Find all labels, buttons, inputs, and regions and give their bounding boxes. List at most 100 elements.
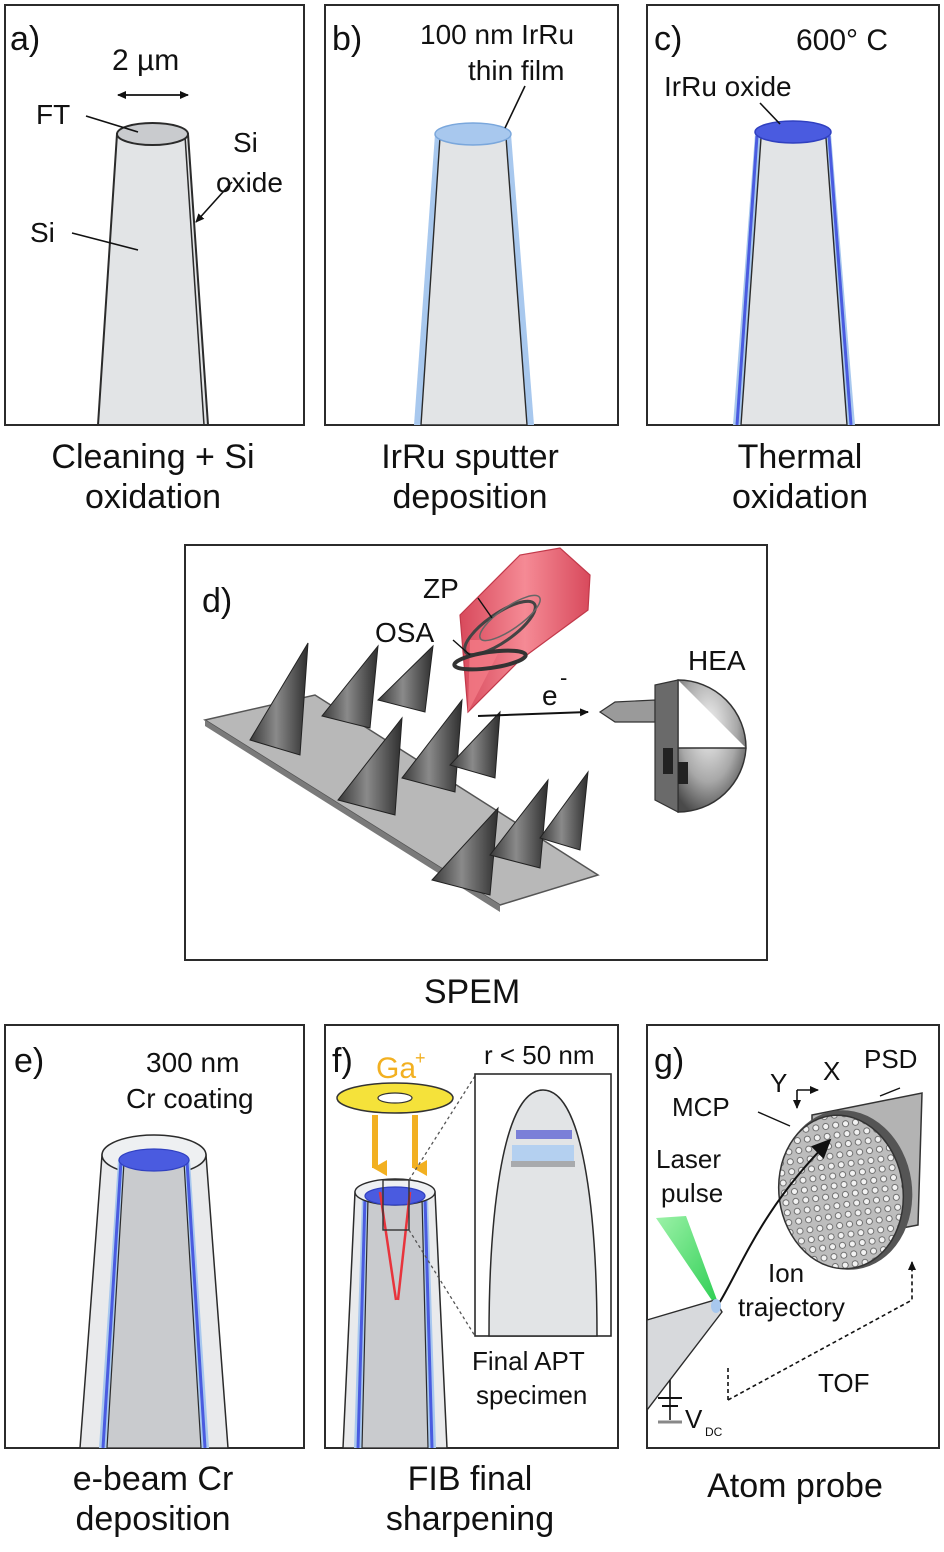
ion-trajectory-curve — [717, 1138, 832, 1306]
panel-c-letter: c) — [654, 20, 682, 58]
gallium-source-hole — [377, 1092, 413, 1104]
caption-b-line1: IrRu sputter — [381, 438, 559, 476]
voltage-label: V — [685, 1404, 703, 1434]
gallium-superscript: + — [415, 1048, 426, 1068]
caption-a-line2: oxidation — [85, 478, 221, 516]
si-oxide-arrow — [195, 181, 233, 223]
si-core-e — [106, 1161, 202, 1449]
oxide-top-f — [364, 1186, 426, 1206]
caption-e-line2: deposition — [75, 1500, 230, 1538]
sample-tip — [539, 770, 589, 851]
final-label-2: specimen — [476, 1380, 587, 1410]
ft-leader — [85, 115, 139, 133]
panel-b-letter: b) — [332, 20, 362, 58]
panel-a: a) 2 µm FT Si oxide Si Cleaning + Si oxi… — [4, 4, 305, 516]
panel-b: b) 100 nm IrRu thin film IrRu sputter de… — [324, 4, 619, 516]
sample-tip — [377, 644, 434, 713]
xray-beam-cone — [459, 547, 591, 714]
si-core-f — [361, 1197, 429, 1449]
radius-label: r < 50 nm — [484, 1040, 595, 1070]
oxide-top-e — [118, 1148, 190, 1172]
hea-label: HEA — [688, 645, 746, 676]
specimen-tip-g — [646, 1299, 723, 1413]
caption-b-line2: deposition — [392, 478, 547, 516]
coating-label-1: 300 nm — [146, 1047, 239, 1078]
specimen-si-band — [511, 1161, 575, 1167]
caption-c-line1: Thermal — [738, 438, 863, 476]
panel-g-letter: g) — [654, 1042, 684, 1080]
si-leader — [71, 232, 139, 251]
analyzer-back — [654, 679, 679, 813]
zp-leader — [477, 597, 493, 619]
caption-g: Atom probe — [707, 1467, 883, 1505]
panel-a-letter: a) — [10, 20, 40, 58]
oxide-label: IrRu oxide — [664, 71, 792, 102]
panel-e: e) 300 nm Cr coating e-beam Cr depositio… — [4, 1024, 305, 1538]
electron-label: e — [542, 680, 558, 711]
caption-f-line2: sharpening — [386, 1500, 554, 1538]
zoom-region-box — [382, 1179, 410, 1231]
analyzer-port-1 — [663, 748, 673, 774]
oxide-line-e-left — [101, 1160, 123, 1449]
tip-array — [249, 642, 589, 896]
substrate-plate-edge — [205, 720, 500, 912]
ft-label: FT — [36, 99, 70, 130]
axis-y-label: Y — [770, 1068, 787, 1098]
film-top-ellipse — [434, 122, 512, 146]
oxide-line-f-right — [423, 1196, 434, 1449]
panel-d-letter: d) — [202, 582, 232, 620]
ion-label-2: trajectory — [738, 1292, 845, 1322]
si-oxide-edge — [184, 135, 205, 426]
xray-beam-focus — [468, 640, 505, 712]
tof-label: TOF — [818, 1368, 870, 1398]
si-label: Si — [30, 217, 55, 248]
mcp-leader — [757, 1111, 791, 1127]
zone-plate — [463, 599, 537, 657]
caption-a-line1: Cleaning + Si — [51, 438, 254, 476]
laser-label-1: Laser — [656, 1144, 721, 1174]
oxide-line-right — [827, 135, 853, 426]
oxide-top-ellipse — [754, 120, 832, 144]
specimen-film-band — [512, 1145, 574, 1161]
laser-pulse-beam — [656, 1216, 717, 1302]
zp-label: ZP — [423, 573, 459, 604]
film-label-2: thin film — [468, 55, 564, 86]
si-tip-body — [96, 133, 210, 426]
caption-c-line2: oxidation — [732, 478, 868, 516]
sample-tip — [401, 698, 463, 793]
si-oxide-label-2: oxide — [216, 167, 283, 198]
osa-leader — [452, 639, 471, 656]
tof-path-arrow — [727, 1261, 916, 1401]
flat-top-ellipse — [116, 122, 189, 146]
panel-e-letter: e) — [14, 1042, 44, 1080]
psd-label: PSD — [864, 1044, 917, 1074]
caption-e-line1: e-beam Cr — [73, 1460, 234, 1498]
specimen-apex-g — [711, 1299, 721, 1313]
analyzer-port-2 — [678, 762, 688, 784]
psd-leader — [879, 1087, 901, 1097]
sample-tip — [489, 778, 549, 869]
panel-f: f) Ga + r < 50 nm Final APT specimen FIB… — [324, 1024, 619, 1538]
osa-label: OSA — [375, 617, 434, 648]
caption-f-line1: FIB final — [408, 1460, 533, 1498]
sample-tip — [321, 644, 379, 729]
scale-label: 2 µm — [112, 44, 179, 77]
final-label-1: Final APT — [472, 1346, 585, 1376]
coating-label-2: Cr coating — [126, 1083, 254, 1114]
sample-tip — [249, 642, 309, 756]
panel-d: d) ZP OSA HEA e - SPEM — [184, 544, 768, 1011]
temperature-label: 600° C — [796, 24, 888, 57]
mcp-label: MCP — [672, 1092, 730, 1122]
panel-c: c) 600° C IrRu oxide Thermal oxidation — [646, 4, 940, 516]
sample-tip — [337, 716, 403, 816]
electron-arrow — [477, 708, 589, 717]
zoom-line-bottom — [408, 1229, 476, 1337]
axis-x-label: X — [823, 1056, 840, 1086]
oxide-line-e-right — [185, 1160, 207, 1449]
sample-tip — [449, 710, 501, 779]
caption-d: SPEM — [424, 973, 520, 1011]
voltage-subscript: DC — [705, 1425, 723, 1439]
oxide-leader — [759, 102, 781, 125]
analyzer-dome — [677, 679, 747, 813]
